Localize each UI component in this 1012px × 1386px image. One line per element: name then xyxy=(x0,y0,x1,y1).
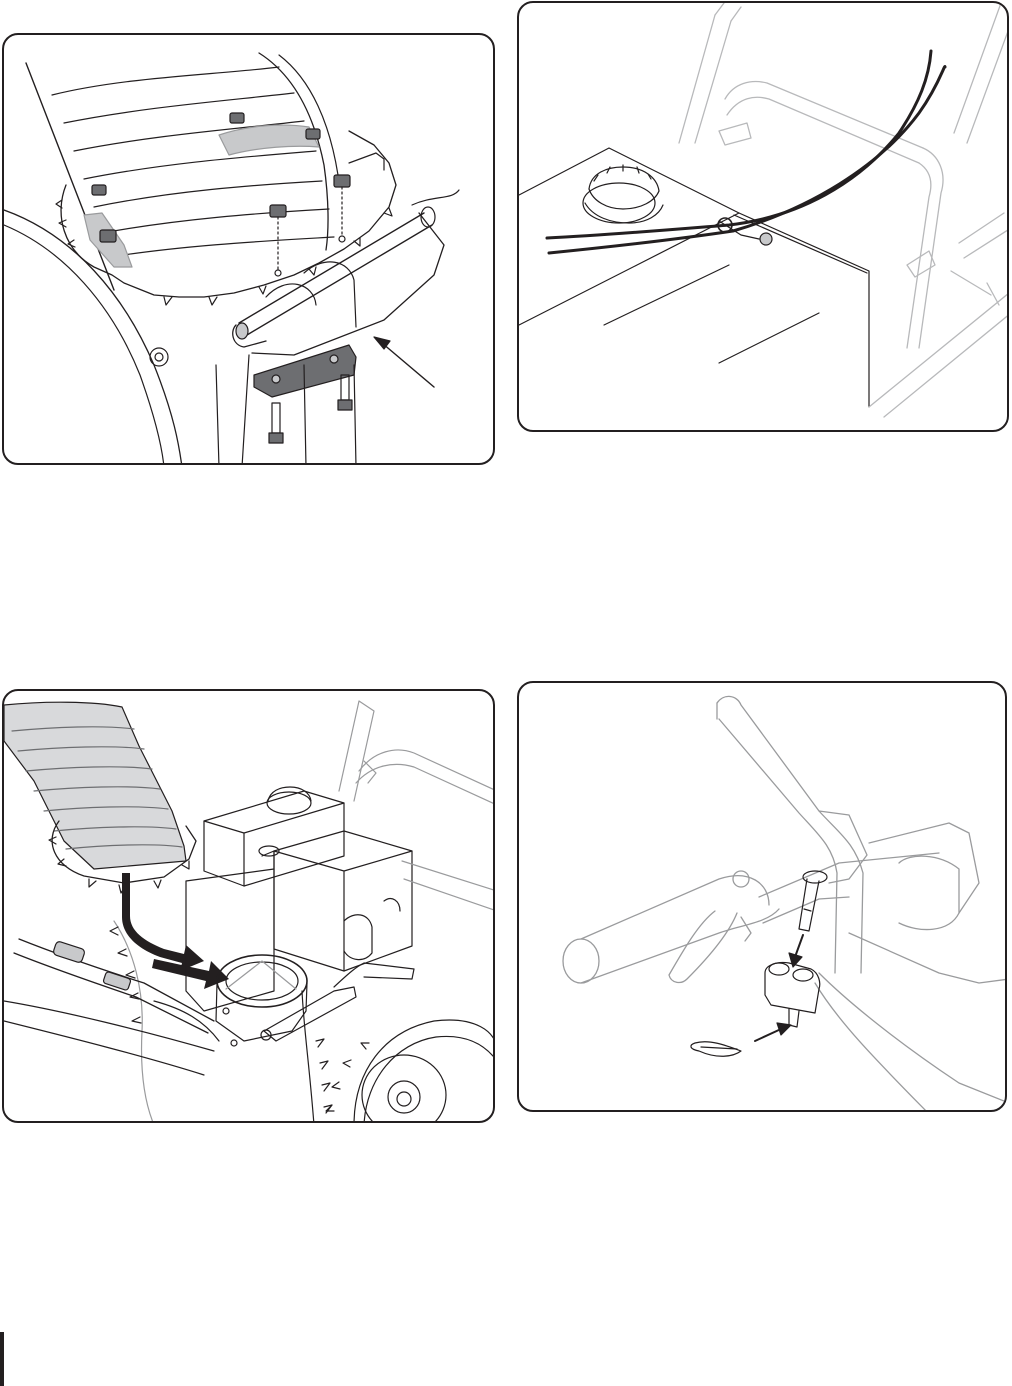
handle-bracket-icon xyxy=(765,962,820,1027)
handle-icon xyxy=(679,3,1009,417)
insert-arrow-icon xyxy=(755,935,803,1041)
chute-base-icon xyxy=(216,955,414,1046)
figure-chute-placement xyxy=(2,689,495,1123)
figure-cable-routing xyxy=(517,1,1009,432)
fuel-cap-icon xyxy=(583,165,663,223)
discharge-chute-icon xyxy=(4,702,196,893)
cable-guide-icon xyxy=(547,51,945,253)
flange-nut-icon xyxy=(100,230,116,242)
figure-handle-pin xyxy=(517,681,1007,1112)
flange-nut-icon xyxy=(150,348,168,366)
chute-bracket-icon xyxy=(219,125,319,155)
figure-chute-assembly xyxy=(2,33,495,465)
placement-arrow-icon xyxy=(122,873,229,989)
wheel-icon xyxy=(326,1020,495,1123)
callout-arrow-icon xyxy=(374,337,434,387)
handle-icon xyxy=(717,696,867,973)
page-margin-bar xyxy=(0,1332,4,1386)
hairpin-clip-icon xyxy=(691,1042,741,1057)
